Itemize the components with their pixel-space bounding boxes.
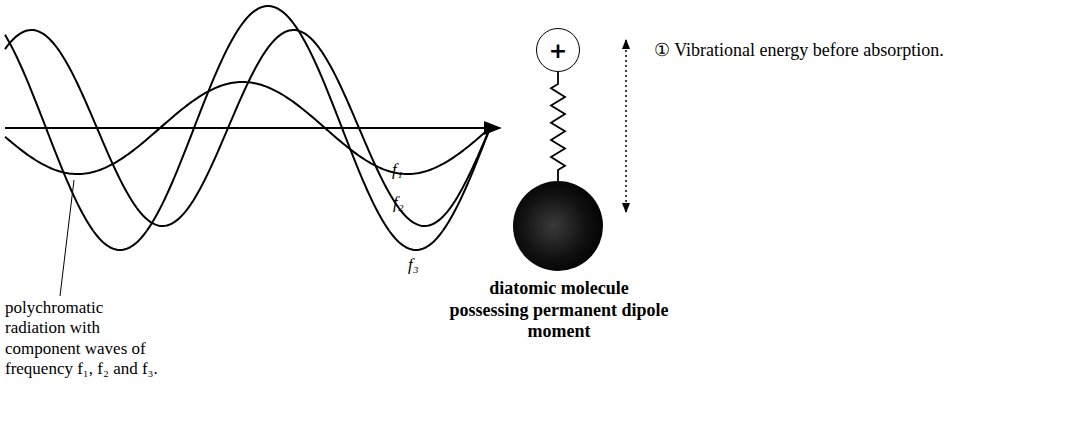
wave xyxy=(5,82,489,174)
positive-atom: + xyxy=(536,28,580,72)
wave xyxy=(5,6,489,250)
vibration-arrow xyxy=(625,40,627,212)
molecule-caption: diatomic molecule possessing permanent d… xyxy=(448,278,670,343)
frequency-label: f₂ xyxy=(393,193,404,213)
wave-caption: polychromatic radiation with component w… xyxy=(5,298,165,380)
charge-sign: + xyxy=(549,38,567,63)
wave xyxy=(5,30,489,226)
axis-arrow xyxy=(5,127,500,129)
waves xyxy=(5,6,489,250)
frequency-label: f₃ xyxy=(408,255,419,275)
negative-atom xyxy=(513,181,603,271)
leader-line xyxy=(60,180,74,296)
step-note: ① Vibrational energy before absorption. xyxy=(654,40,954,62)
frequency-label: f₁ xyxy=(392,160,403,180)
spring xyxy=(551,72,565,182)
